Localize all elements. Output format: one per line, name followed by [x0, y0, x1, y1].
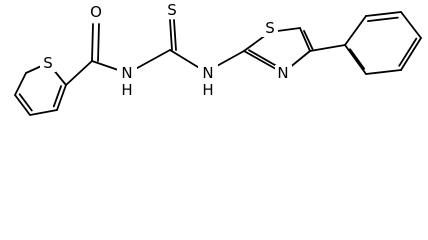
svg-text:H: H	[121, 81, 132, 99]
carbonyl-group	[65, 23, 125, 86]
svg-text:H: H	[202, 81, 213, 99]
chemical-structure: S O N H S N H S N	[14, 1, 422, 116]
atom-label-thiocarbonyl-sulfur: S	[164, 1, 180, 19]
thiophene-ring	[14, 62, 67, 116]
atom-label-thiourea-nitrogen: N H	[198, 64, 218, 100]
svg-text:N: N	[277, 64, 288, 82]
atom-label-thiazole-sulfur: S	[262, 19, 278, 37]
atom-label-thiazole-nitrogen: N	[275, 64, 292, 82]
svg-text:S: S	[43, 54, 53, 72]
svg-text:O: O	[90, 3, 102, 21]
thiourea-linker	[129, 19, 245, 73]
svg-text:S: S	[265, 19, 275, 37]
phenyl-ring	[309, 11, 422, 75]
svg-text:N: N	[202, 64, 213, 82]
atom-label-amide-nitrogen: N H	[117, 64, 137, 100]
atom-label-carbonyl-oxygen: O	[88, 3, 104, 21]
svg-text:S: S	[167, 1, 177, 19]
svg-text:N: N	[121, 64, 132, 82]
atom-label-thiophene-sulfur: S	[40, 54, 56, 72]
